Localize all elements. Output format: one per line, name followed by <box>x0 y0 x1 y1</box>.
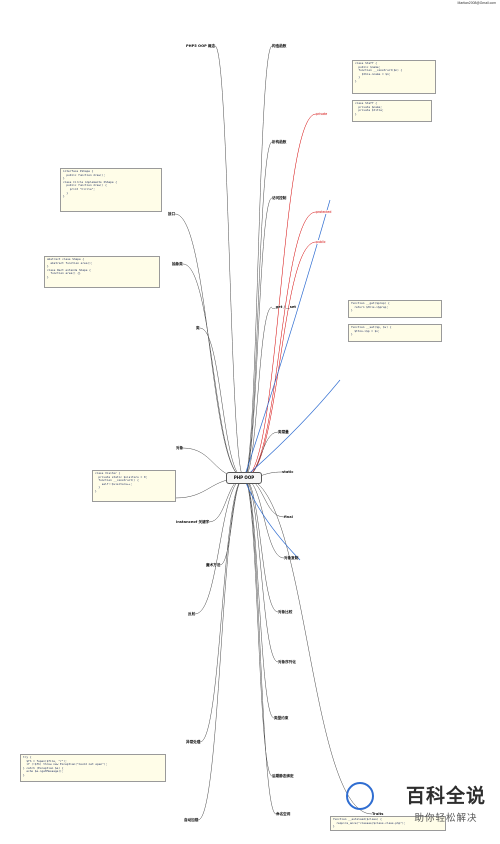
watermark-title: 百科全说 <box>405 785 486 807</box>
branch-clone[interactable]: 对象复制 <box>284 556 299 560</box>
branch-magic[interactable]: 魔术方法 <box>206 563 221 567</box>
connector-line <box>214 45 245 479</box>
connector-line <box>174 213 245 479</box>
branch-compare[interactable]: 对象比较 <box>278 610 293 614</box>
branch-instanceof[interactable]: instanceof 关键字 <box>176 520 210 524</box>
branch-construct[interactable]: 构造函数 <box>272 44 287 48</box>
code-construct: class Staff { public $name; function __c… <box>352 60 436 94</box>
branch-protected[interactable]: protected <box>316 210 332 214</box>
branch-typehint[interactable]: 类型约束 <box>274 716 289 720</box>
branch-lsb[interactable]: 后期静态绑定 <box>272 774 294 778</box>
code-private: class Staff { private $name; private $ti… <box>352 100 432 122</box>
branch-destruct[interactable]: 析构函数 <box>272 140 287 144</box>
branch-object[interactable]: 对象 <box>176 446 184 450</box>
code-exception: try { $fh = fopen($file, "r"); if (!$fh)… <box>20 754 166 782</box>
branch-serialize[interactable]: 对象序列化 <box>278 660 296 664</box>
connector-line <box>243 477 279 613</box>
connector-line <box>243 197 273 479</box>
branch-public[interactable]: public <box>316 240 326 244</box>
code-static: class Visitor { private static $visitors… <box>92 470 176 502</box>
connector-line <box>243 45 273 479</box>
connector-line <box>243 477 279 663</box>
branch-access[interactable]: 访问控制 <box>272 196 287 200</box>
branch-reflection[interactable]: 反射 <box>188 612 196 616</box>
accent-connector <box>243 379 341 479</box>
branch-static-kw[interactable]: static <box>282 470 294 474</box>
branch-const[interactable]: 类常量 <box>278 430 289 434</box>
branch-trait[interactable]: Traits <box>372 812 384 816</box>
watermark: 百科全说 助你轻松解决 <box>406 781 486 824</box>
connector-line <box>243 211 317 479</box>
code-get: function __get($prop) { return $this->$p… <box>348 300 442 318</box>
code-set: function __set($p, $v) { $this->$p = $v;… <box>348 324 442 342</box>
code-interface: interface IShape { public function draw(… <box>60 168 162 212</box>
branch-interface[interactable]: 接口 <box>168 212 176 216</box>
connector-line <box>194 477 245 615</box>
connector-line <box>197 477 245 821</box>
connector-line <box>243 306 273 479</box>
branch-oop-concepts[interactable]: PHP5 OOP 概念 <box>186 44 216 48</box>
connector-line <box>243 477 277 815</box>
connector-line <box>219 477 245 566</box>
branch-private[interactable]: private <box>316 112 328 116</box>
connector-line <box>199 327 245 479</box>
connector-line <box>243 113 317 479</box>
code-autoload: function __autoload($class) { require_on… <box>330 816 446 831</box>
watermark-subtitle: 助你轻松解决 <box>414 813 478 824</box>
connector-line <box>243 477 373 815</box>
branch-exception[interactable]: 异常处理 <box>186 740 201 744</box>
branch-autoload[interactable]: 自动加载 <box>184 818 199 822</box>
branch-abstract[interactable]: 抽象类 <box>172 262 183 266</box>
watermark-logo <box>346 782 374 810</box>
accent-connector <box>243 199 331 479</box>
branch-namespace[interactable]: 命名空间 <box>276 812 291 816</box>
code-abstract: abstract class Shape { abstract function… <box>44 256 160 288</box>
connector-line <box>243 477 273 777</box>
branch-class[interactable]: 类 <box>196 326 200 330</box>
branch-get-set[interactable]: __get / __set <box>272 305 297 309</box>
author-email: Martian2008@Gmail.com <box>457 1 497 5</box>
mindmap-root[interactable]: PHP OOP <box>226 472 262 484</box>
connector-line <box>243 477 285 559</box>
connector-line <box>243 141 273 479</box>
connector-line <box>182 263 245 479</box>
connector-line <box>199 477 245 743</box>
accent-connector <box>243 477 301 561</box>
branch-final[interactable]: final <box>284 515 293 519</box>
